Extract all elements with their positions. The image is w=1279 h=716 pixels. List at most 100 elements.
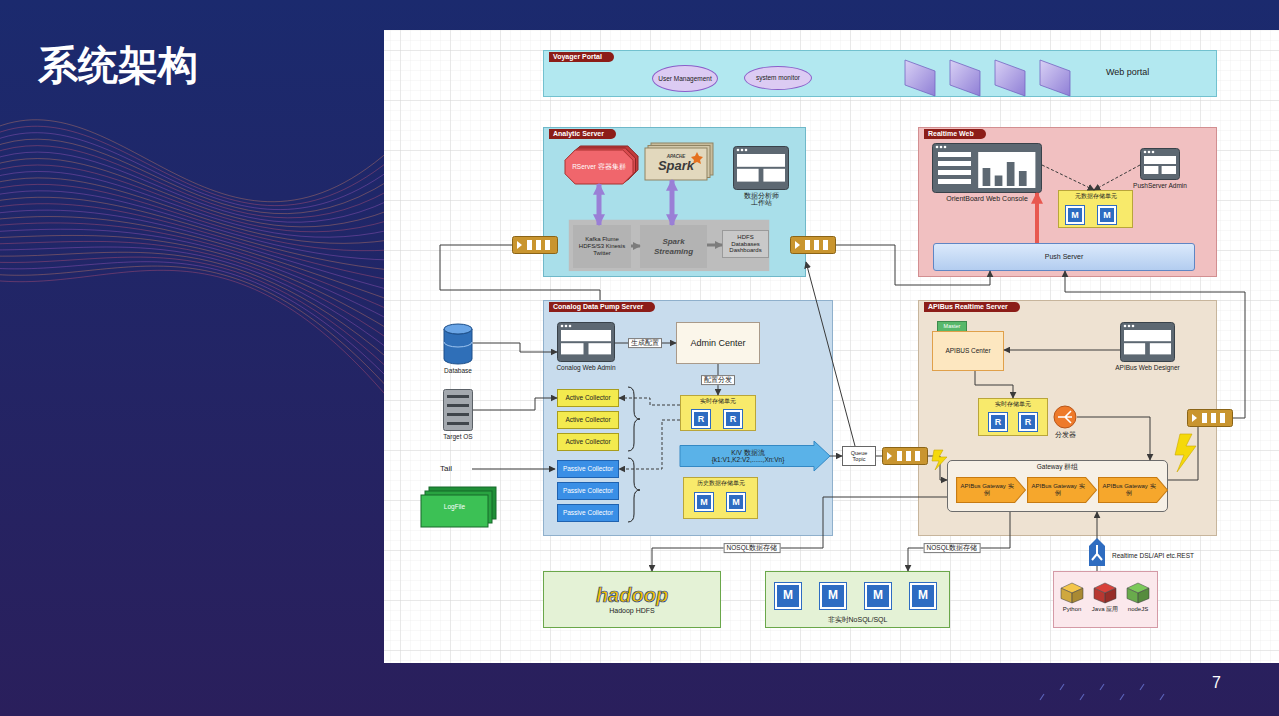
server-panel: Analytic ServerRServer 容器集群APACHESpark数据… (543, 127, 806, 277)
connector (975, 371, 1013, 398)
node-label: system monitor (756, 74, 800, 81)
queue-icon (1188, 410, 1233, 427)
workstation-icon (733, 146, 789, 190)
connector (1042, 165, 1094, 190)
edge-label: 生成配置 (628, 338, 662, 348)
api-icon (1089, 538, 1105, 566)
splitter-icon (1053, 405, 1077, 429)
process-box: Admin Center (676, 322, 760, 364)
storage-box: 非实时NoSQL/SQLMMMM (765, 571, 950, 628)
chip-icon: M (910, 583, 936, 609)
chip-icon: R (692, 410, 710, 428)
chip-icon: M (727, 493, 745, 511)
swirl-line (0, 270, 390, 400)
edge-label: NOSQL数据存储 (724, 543, 781, 553)
node-label: M (732, 497, 740, 507)
queue-box: Queue Topic (842, 446, 876, 466)
node-label: 实时存储单元 (700, 398, 736, 405)
node-label: Queue Topic (846, 450, 872, 463)
connector (806, 245, 990, 285)
connector (440, 245, 600, 300)
gateway-box: APIBus Gateway 实例 (1098, 477, 1168, 503)
node-label: Java 应用 (1092, 606, 1118, 613)
swirl-line (0, 223, 390, 310)
swirl-line (0, 247, 390, 350)
node-label: Active Collector (565, 416, 610, 423)
workstation-icon (1120, 322, 1175, 362)
workstation-icon: PushServer Admin (1140, 148, 1180, 180)
queue-icon (513, 237, 558, 254)
node-label: M (873, 589, 883, 603)
connector (1077, 417, 1150, 460)
node-label: 数据分析师 工作站 (740, 192, 782, 207)
node-label: M (1103, 210, 1111, 220)
slide-title: 系统架构 (38, 38, 198, 93)
diagram-paper (384, 30, 1279, 663)
server-bar: Push Server (933, 243, 1195, 271)
node-label: Conalog Web Admin (556, 364, 615, 371)
node-label: APIBus Gateway 实例 (1030, 483, 1086, 497)
collector-box: Passive Collector (557, 460, 619, 478)
node-label: M (1071, 210, 1079, 220)
node-label: Passive Collector (563, 487, 613, 494)
server-panel: Realtime WebOrientBoard Web ConsolePushS… (918, 127, 1217, 277)
connector (473, 343, 557, 352)
node-label: Push Server (1045, 253, 1084, 261)
node-label: User Management (658, 75, 711, 82)
stream-box: Spark Streaming (640, 225, 707, 268)
edge-label: NOSQL数据存储 (924, 543, 981, 553)
node-label: Spark (658, 159, 694, 174)
app-icon (1091, 582, 1119, 604)
connector (908, 512, 1010, 571)
diagram-grid (384, 30, 1279, 663)
node-label: PushServer Admin (1133, 182, 1187, 189)
connector (597, 184, 602, 225)
node-label: K/V 数据流 {k1:V1,K2:V2,......,Xn:Vn} (696, 449, 801, 464)
node-label: 非实时NoSQL/SQL (828, 616, 888, 624)
connector (1004, 350, 1120, 351)
node-label: R (1025, 417, 1032, 427)
node-label: M (918, 589, 928, 603)
app-icon: Java 应用 (1091, 582, 1119, 604)
storage-box: 实时存储单元 RR (680, 395, 756, 431)
swirl-line (0, 184, 390, 250)
node-label: Database (444, 367, 472, 374)
slide-dashes (1040, 684, 1164, 700)
node-label: Active Collector (565, 394, 610, 401)
swirl-line (0, 257, 390, 370)
connector (1065, 271, 1245, 480)
storage-box: 元数据存储单元MM (1058, 190, 1133, 228)
portal-band: Voyager PortalWeb portalUser Managements… (543, 50, 1217, 97)
node-label: LogFile (444, 503, 465, 510)
swirl-line (0, 165, 390, 232)
database-icon (443, 323, 473, 365)
node-label: Realtime DSL/API etc.REST (1112, 552, 1194, 559)
chip-icon: R (724, 410, 742, 428)
node-label: Python (1063, 606, 1082, 613)
swirl-line (0, 266, 390, 390)
edge-label: 配置分发 (701, 375, 735, 385)
client-box: Realtime DSL/API etc.RESTPythonJava 应用no… (1053, 571, 1158, 628)
connector (473, 398, 557, 410)
server-icon (443, 389, 473, 431)
node-label: Target OS (443, 433, 472, 440)
gateway-box: APIBus Gateway 实例 (1027, 477, 1097, 503)
node-label: M (700, 497, 708, 507)
collector-box: Active Collector (557, 389, 619, 407)
connector (876, 456, 947, 480)
storage-box: 实时存储单元RR (978, 398, 1048, 436)
process-box: APIBUS Center (932, 331, 1004, 371)
node-label: OrientBoard Web Console (946, 195, 1028, 203)
node-label: 历史数据存储单元 (697, 480, 745, 487)
connector (619, 420, 680, 469)
gateway-box: APIBus Gateway 实例 (956, 477, 1026, 503)
collector-box: Active Collector (557, 411, 619, 429)
storage-box: hadoopHadoop HDFS (543, 571, 721, 628)
node-label: Spark Streaming (644, 237, 703, 255)
input-label: Tail (440, 464, 452, 473)
node-label: Kafka Flume HDFS/S3 Kinesis Twitter (577, 236, 627, 257)
queue-icon (791, 237, 836, 254)
swirl-line (0, 146, 390, 218)
menu-ellipse: User Management (652, 65, 718, 92)
